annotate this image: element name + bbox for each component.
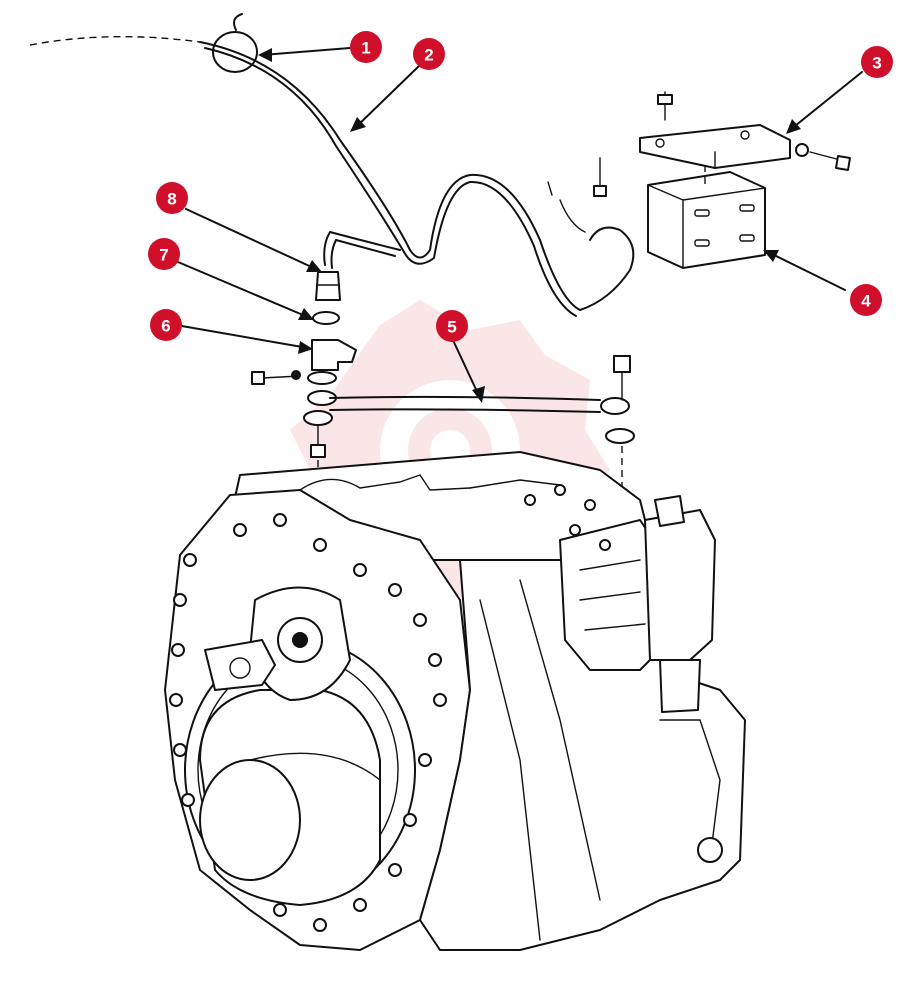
callout-circle xyxy=(413,38,445,70)
tube-line xyxy=(329,355,635,490)
callout-circle xyxy=(150,309,182,341)
callout-number: 2 xyxy=(424,46,433,65)
clamp-loop xyxy=(212,13,258,73)
callout-badge-2: 2 xyxy=(413,38,445,70)
switch-box xyxy=(593,157,766,269)
callout-badge-1: 1 xyxy=(350,31,382,63)
callout-number: 5 xyxy=(447,318,456,337)
leader-lines xyxy=(175,47,863,403)
housing-bolts xyxy=(169,484,611,932)
callout-circle xyxy=(156,182,188,214)
callout-badge-6: 6 xyxy=(150,309,182,341)
mounting-bracket xyxy=(639,91,851,171)
callout-badge-5: 5 xyxy=(436,310,468,342)
sender-unit-stack xyxy=(251,271,357,480)
callout-number: 6 xyxy=(161,317,170,336)
callout-badge-3: 3 xyxy=(861,46,893,78)
cable-harness xyxy=(29,35,635,317)
callout-number: 8 xyxy=(167,190,176,209)
callout-number: 4 xyxy=(861,292,871,311)
callout-circle xyxy=(850,284,882,316)
callout-number: 7 xyxy=(159,246,168,265)
callout-circle xyxy=(350,31,382,63)
callout-number: 1 xyxy=(361,39,370,58)
washer xyxy=(312,311,340,325)
bracket-fitting xyxy=(311,339,357,371)
callout-number: 3 xyxy=(872,54,881,73)
callout-circle xyxy=(148,238,180,270)
callout-badge-4: 4 xyxy=(850,284,882,316)
callout-circle xyxy=(861,46,893,78)
callout-badge-8: 8 xyxy=(156,182,188,214)
callout-badge-7: 7 xyxy=(148,238,180,270)
transmission-housing xyxy=(164,451,746,951)
callout-circle xyxy=(436,310,468,342)
